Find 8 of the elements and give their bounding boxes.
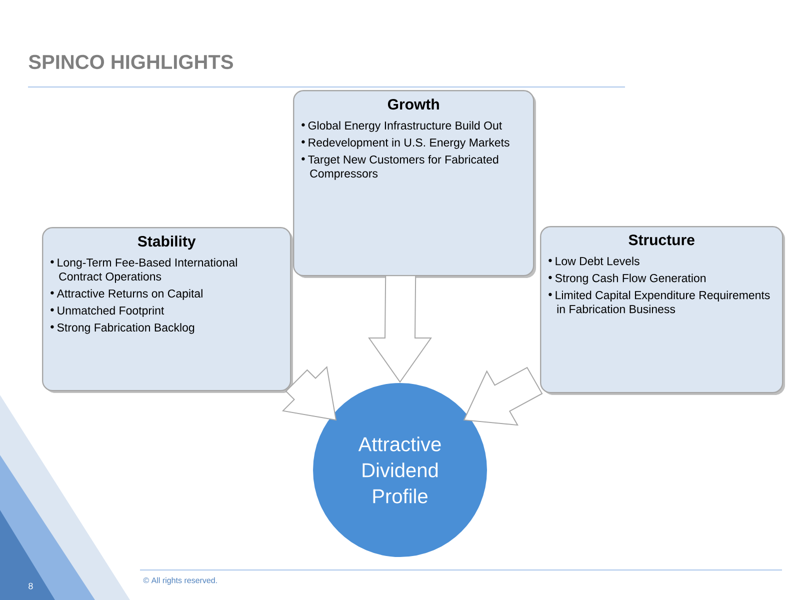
copyright-note: © All rights reserved. — [143, 577, 217, 585]
block-arrow — [368, 275, 432, 383]
text-box: Structure Low Debt Levels Strong Cash Flow Generation Limited Capital Expenditure Requirements in Fabrication Business — [540, 226, 785, 395]
text-box: Stability Long-Term Fee-Based International Contract Operations Attractive Returns on Capital Unmatched Footprint Strong Fabrication Backlog — [42, 227, 293, 393]
slide-title: SPINCO HIGHLIGHTS — [28, 54, 233, 70]
text-box: Growth Global Energy Infrastructure Build Out Redevelopment in U.S. Energy Markets Target New Customers for Fabricated Compressors — [293, 90, 536, 278]
page-number: 8 — [28, 582, 33, 590]
block-arrow — [282, 366, 337, 421]
